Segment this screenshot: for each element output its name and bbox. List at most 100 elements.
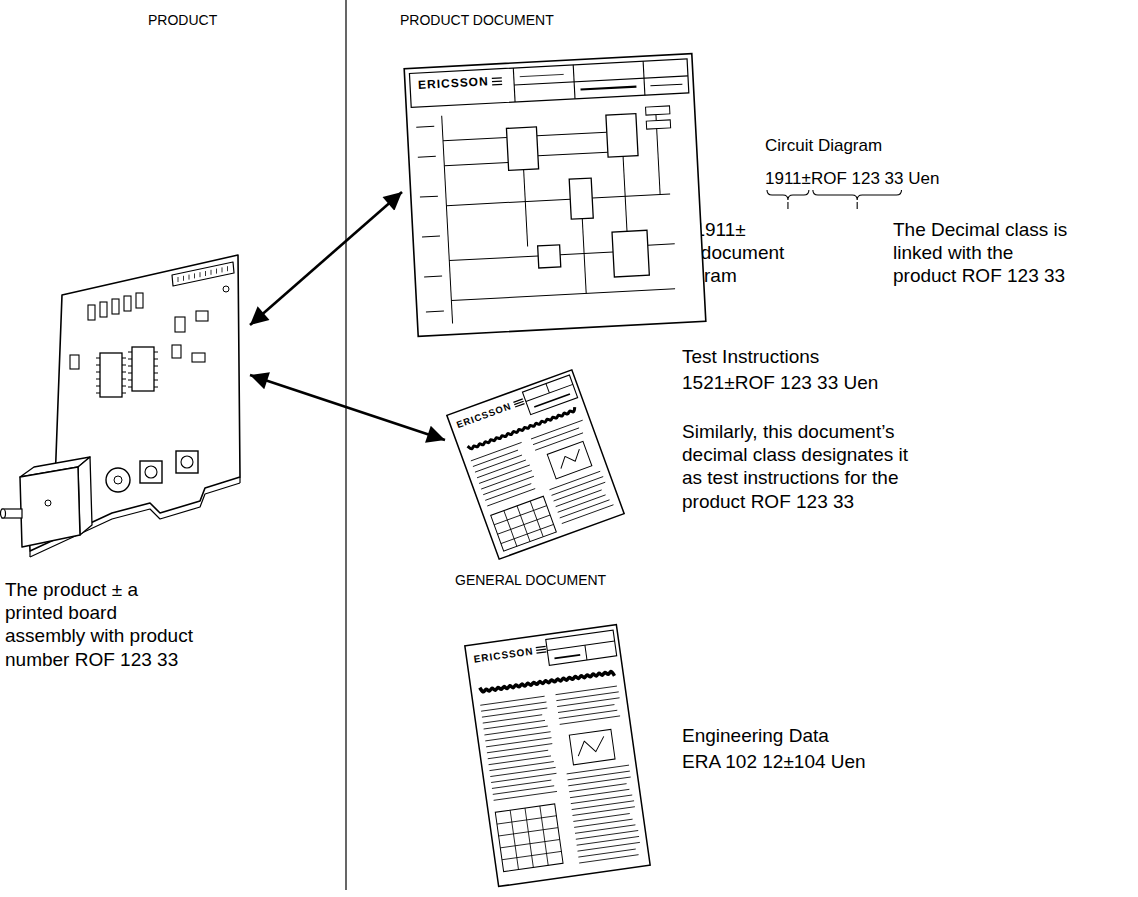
text-line <box>561 504 613 523</box>
label-holder: PRODUCT <box>148 12 217 29</box>
label-holder: 1521±ROF 123 33 Uen <box>682 371 878 394</box>
relay-front <box>20 467 80 547</box>
circuit-block <box>569 178 593 219</box>
circuit-block <box>606 114 638 158</box>
text-line <box>477 460 526 478</box>
table-line <box>494 505 547 524</box>
title-block-line <box>545 383 548 392</box>
figure-box <box>569 729 615 765</box>
label-holder: The Decimal class is linked with the pro… <box>893 218 1077 288</box>
brace-group <box>767 190 902 209</box>
ic-pin <box>128 387 132 388</box>
potentiometer-knob <box>181 456 193 468</box>
wire <box>443 137 507 140</box>
leader-line <box>857 202 858 209</box>
product-caption: The product ± a printed board assembly w… <box>5 578 201 671</box>
title-block <box>545 630 616 665</box>
text-line <box>483 720 544 729</box>
table-line <box>500 839 559 847</box>
wire <box>449 256 538 261</box>
ic-pin <box>128 359 132 360</box>
board-edge <box>239 477 240 483</box>
connector-pin <box>205 271 206 276</box>
capacitor <box>196 311 208 321</box>
circuit-block <box>538 245 561 268</box>
wire <box>446 199 570 205</box>
text-line <box>558 710 616 718</box>
label-holder: Similarly, this document’s decimal class… <box>682 420 922 513</box>
logo-mark-line <box>535 646 545 647</box>
text-line <box>487 488 535 505</box>
text-line <box>570 794 631 803</box>
test-parts <box>446 369 623 558</box>
wire <box>538 152 608 156</box>
ic-pin <box>128 366 132 367</box>
signal-name <box>420 196 438 198</box>
connector-pin <box>200 272 201 277</box>
text-line <box>533 427 579 444</box>
ic-pin <box>154 380 158 381</box>
resistor <box>88 305 95 320</box>
document-number: 1521±ROF 123 33 Uen <box>682 371 878 394</box>
table-box <box>490 496 556 551</box>
ic-pin <box>96 365 100 366</box>
text-line <box>650 84 682 86</box>
connector-pin <box>211 270 212 275</box>
wire <box>537 132 607 136</box>
figure-sketch <box>556 449 583 468</box>
pcb-parts <box>1 255 241 557</box>
diode <box>192 353 205 362</box>
connector-pin <box>222 267 223 272</box>
wire <box>444 162 508 165</box>
divider-line <box>345 0 346 890</box>
column-heading: PRODUCT <box>148 12 217 29</box>
label-holder: Engineering Data <box>682 724 829 747</box>
logo-mark-line <box>492 80 502 82</box>
logo-mark-line <box>492 84 502 86</box>
figure-box <box>547 441 592 478</box>
text-line <box>571 800 633 809</box>
test-drawing <box>445 368 625 560</box>
resistor <box>70 355 79 369</box>
document-number: ERA 102 12±104 Uen <box>682 750 866 773</box>
text-line <box>577 842 639 851</box>
signal-name <box>418 156 436 158</box>
table-line <box>496 815 555 823</box>
circuit-block <box>646 120 670 129</box>
document-type: Engineering Data <box>682 724 829 747</box>
label-holder: Test Instructions <box>682 345 819 368</box>
text-line <box>558 704 614 712</box>
connector-pin <box>183 276 184 281</box>
title-block-line <box>514 76 688 85</box>
explanation-note: The Decimal class is linked with the pro… <box>893 218 1077 288</box>
ic-pin <box>128 352 132 353</box>
text-line <box>487 750 547 758</box>
ic-pin <box>128 380 132 381</box>
title-block <box>409 59 688 108</box>
circuit-block <box>646 106 670 115</box>
ic-pin <box>122 379 126 380</box>
resistor <box>100 302 107 317</box>
table-line <box>539 805 547 864</box>
text-line <box>555 686 616 695</box>
text-line <box>559 715 619 723</box>
signal-name <box>424 276 442 278</box>
table-line <box>510 810 518 869</box>
text-line <box>554 654 580 658</box>
ic-pin <box>154 366 158 367</box>
label-holder: PRODUCT DOCUMENT <box>400 12 554 29</box>
document-number: 1911±ROF 123 33 Uen <box>765 169 939 190</box>
potentiometer <box>176 451 198 473</box>
text-line <box>483 476 534 494</box>
logo-mark-line <box>536 651 546 652</box>
document-sheet <box>464 624 649 886</box>
ic-pin <box>96 379 100 380</box>
text-line <box>569 783 626 791</box>
eng-drawing <box>463 623 651 887</box>
ic-pin <box>96 358 100 359</box>
text-line <box>568 777 630 786</box>
text-line <box>535 432 583 449</box>
text-line <box>492 785 553 794</box>
text-line <box>479 464 530 482</box>
circuit-diagram-document: ERICSSON <box>402 52 708 338</box>
